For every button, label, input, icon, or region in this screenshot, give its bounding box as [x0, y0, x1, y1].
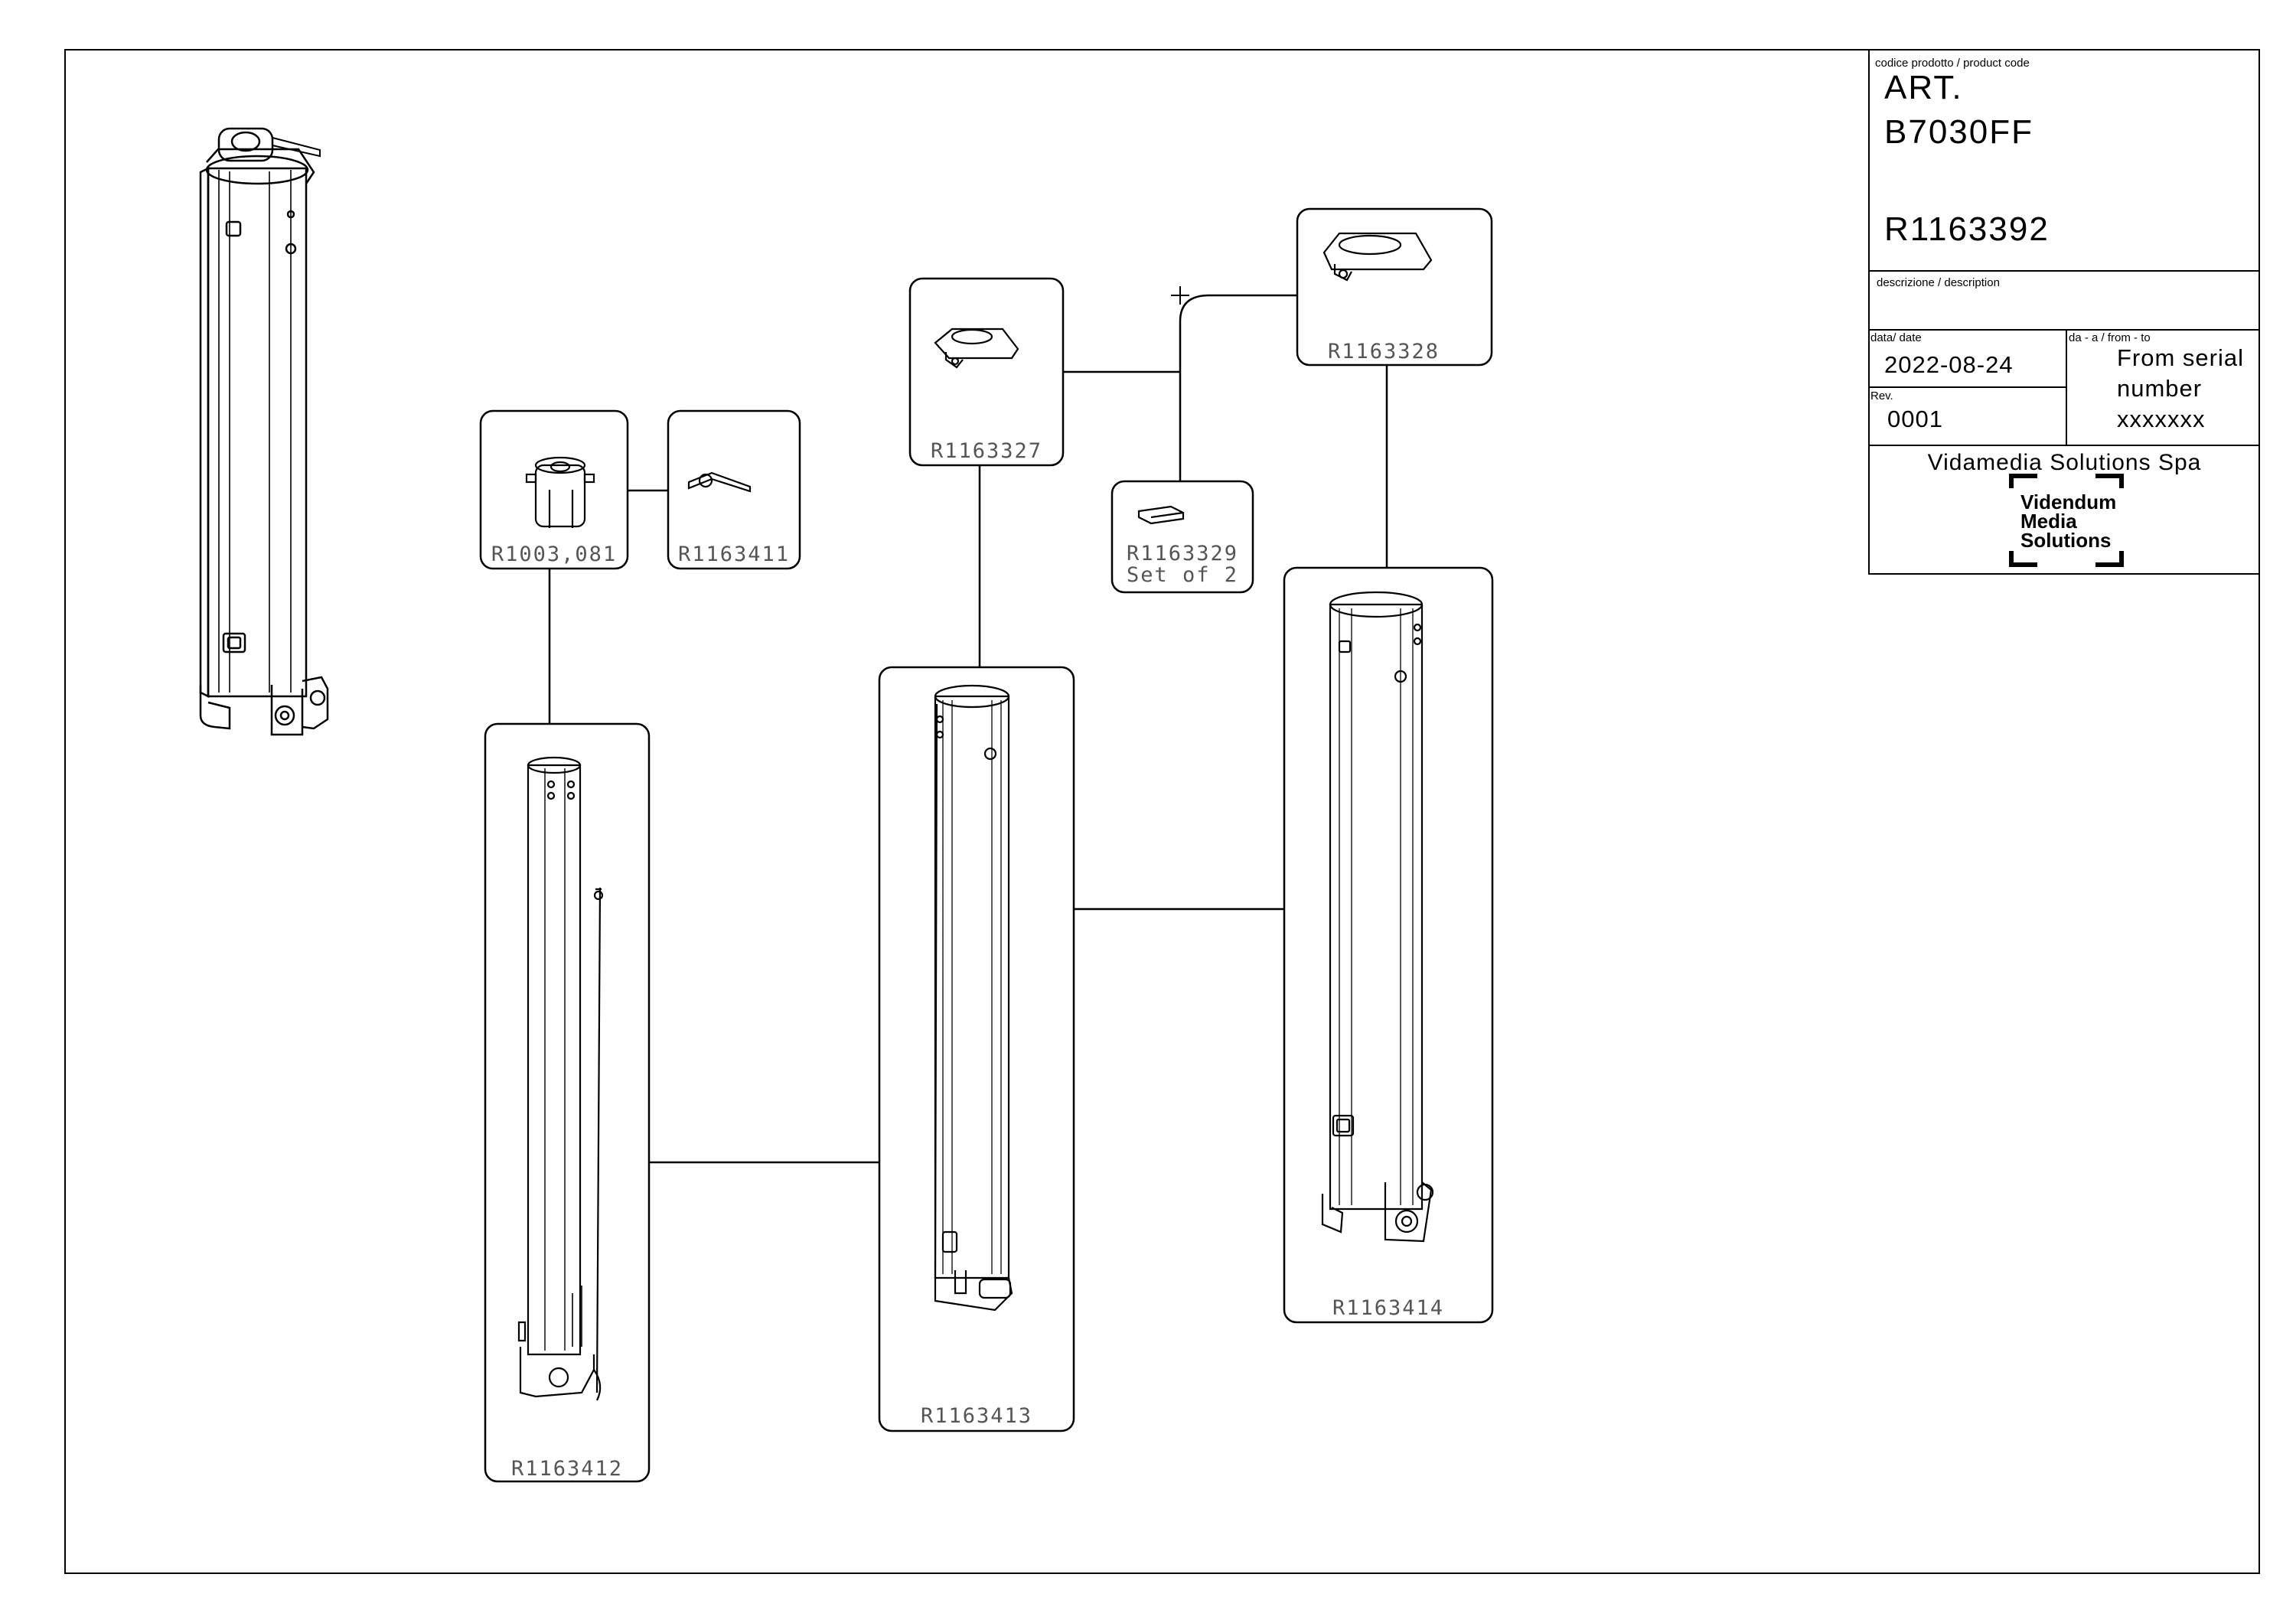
- art-line-2: B7030FF: [1884, 113, 2033, 151]
- company-logo: Videndum Media Solutions: [2009, 474, 2124, 567]
- part-box-R1163413: [878, 666, 1075, 1432]
- part-box-R1163327: [908, 277, 1065, 467]
- part-number: R1163392: [1884, 210, 2050, 248]
- part-illustration-tube-medium: [934, 684, 1013, 1312]
- part-box-R1163412: [484, 722, 651, 1483]
- assembled-column-illustration: [199, 127, 329, 736]
- part-illustration-bushing: [525, 456, 595, 528]
- from-to-line-3: xxxxxxx: [2117, 406, 2206, 432]
- part-labels: R1003,081 R1163411 R1163327 R1163329 Set…: [491, 340, 1444, 1481]
- title-block-grid: [1868, 49, 2260, 575]
- rev-value: 0001: [1887, 406, 1943, 432]
- part-label-R1003-081: R1003,081: [491, 543, 617, 566]
- part-box-R1163328: [1296, 207, 1493, 367]
- rev-label: Rev.: [1870, 389, 1893, 402]
- part-box-R1163329: [1110, 480, 1254, 594]
- part-box-R1163414: [1283, 566, 1494, 1324]
- part-label-R1163328: R1163328: [1328, 340, 1440, 363]
- logo-text-line3: Solutions: [2020, 529, 2111, 552]
- part-illustration-tube-large: [1321, 591, 1434, 1243]
- part-illustration-top-cap-2: [1322, 232, 1433, 282]
- from-to-label: da - a / from - to: [2069, 331, 2151, 344]
- date-label: data/ date: [1870, 331, 1922, 344]
- art-line-1: ART.: [1884, 69, 1963, 106]
- company-name: Vidamedia Solutions Spa: [1927, 450, 2202, 475]
- from-to-line-1: From serial: [2117, 344, 2245, 371]
- connector-lines: [548, 286, 1388, 1164]
- from-to-line-2: number: [2117, 375, 2203, 402]
- product-code-label: codice prodotto / product code: [1875, 57, 2030, 70]
- logo-text-line2: Media: [2020, 510, 2077, 533]
- description-label: descrizione / description: [1877, 276, 2000, 289]
- part-label-R1163414: R1163414: [1332, 1296, 1444, 1320]
- part-label-R1163329: R1163329: [1127, 542, 1238, 565]
- part-label-R1163413: R1163413: [921, 1404, 1032, 1428]
- logo-text-line1: Videndum: [2020, 490, 2116, 513]
- part-label-R1163411: R1163411: [678, 543, 790, 566]
- part-illustration-tube-small: [517, 756, 604, 1401]
- date-value: 2022-08-24: [1884, 351, 2014, 378]
- part-label-R1163327: R1163327: [931, 439, 1042, 463]
- part-label-R1163412: R1163412: [511, 1457, 623, 1481]
- part-note-set-of-2: Set of 2: [1127, 563, 1238, 587]
- part-illustration-top-cap: [934, 328, 1019, 369]
- drawing-frame: [64, 49, 2260, 1574]
- part-illustration-pin: [687, 471, 752, 493]
- part-illustration-spacer: [1137, 505, 1185, 525]
